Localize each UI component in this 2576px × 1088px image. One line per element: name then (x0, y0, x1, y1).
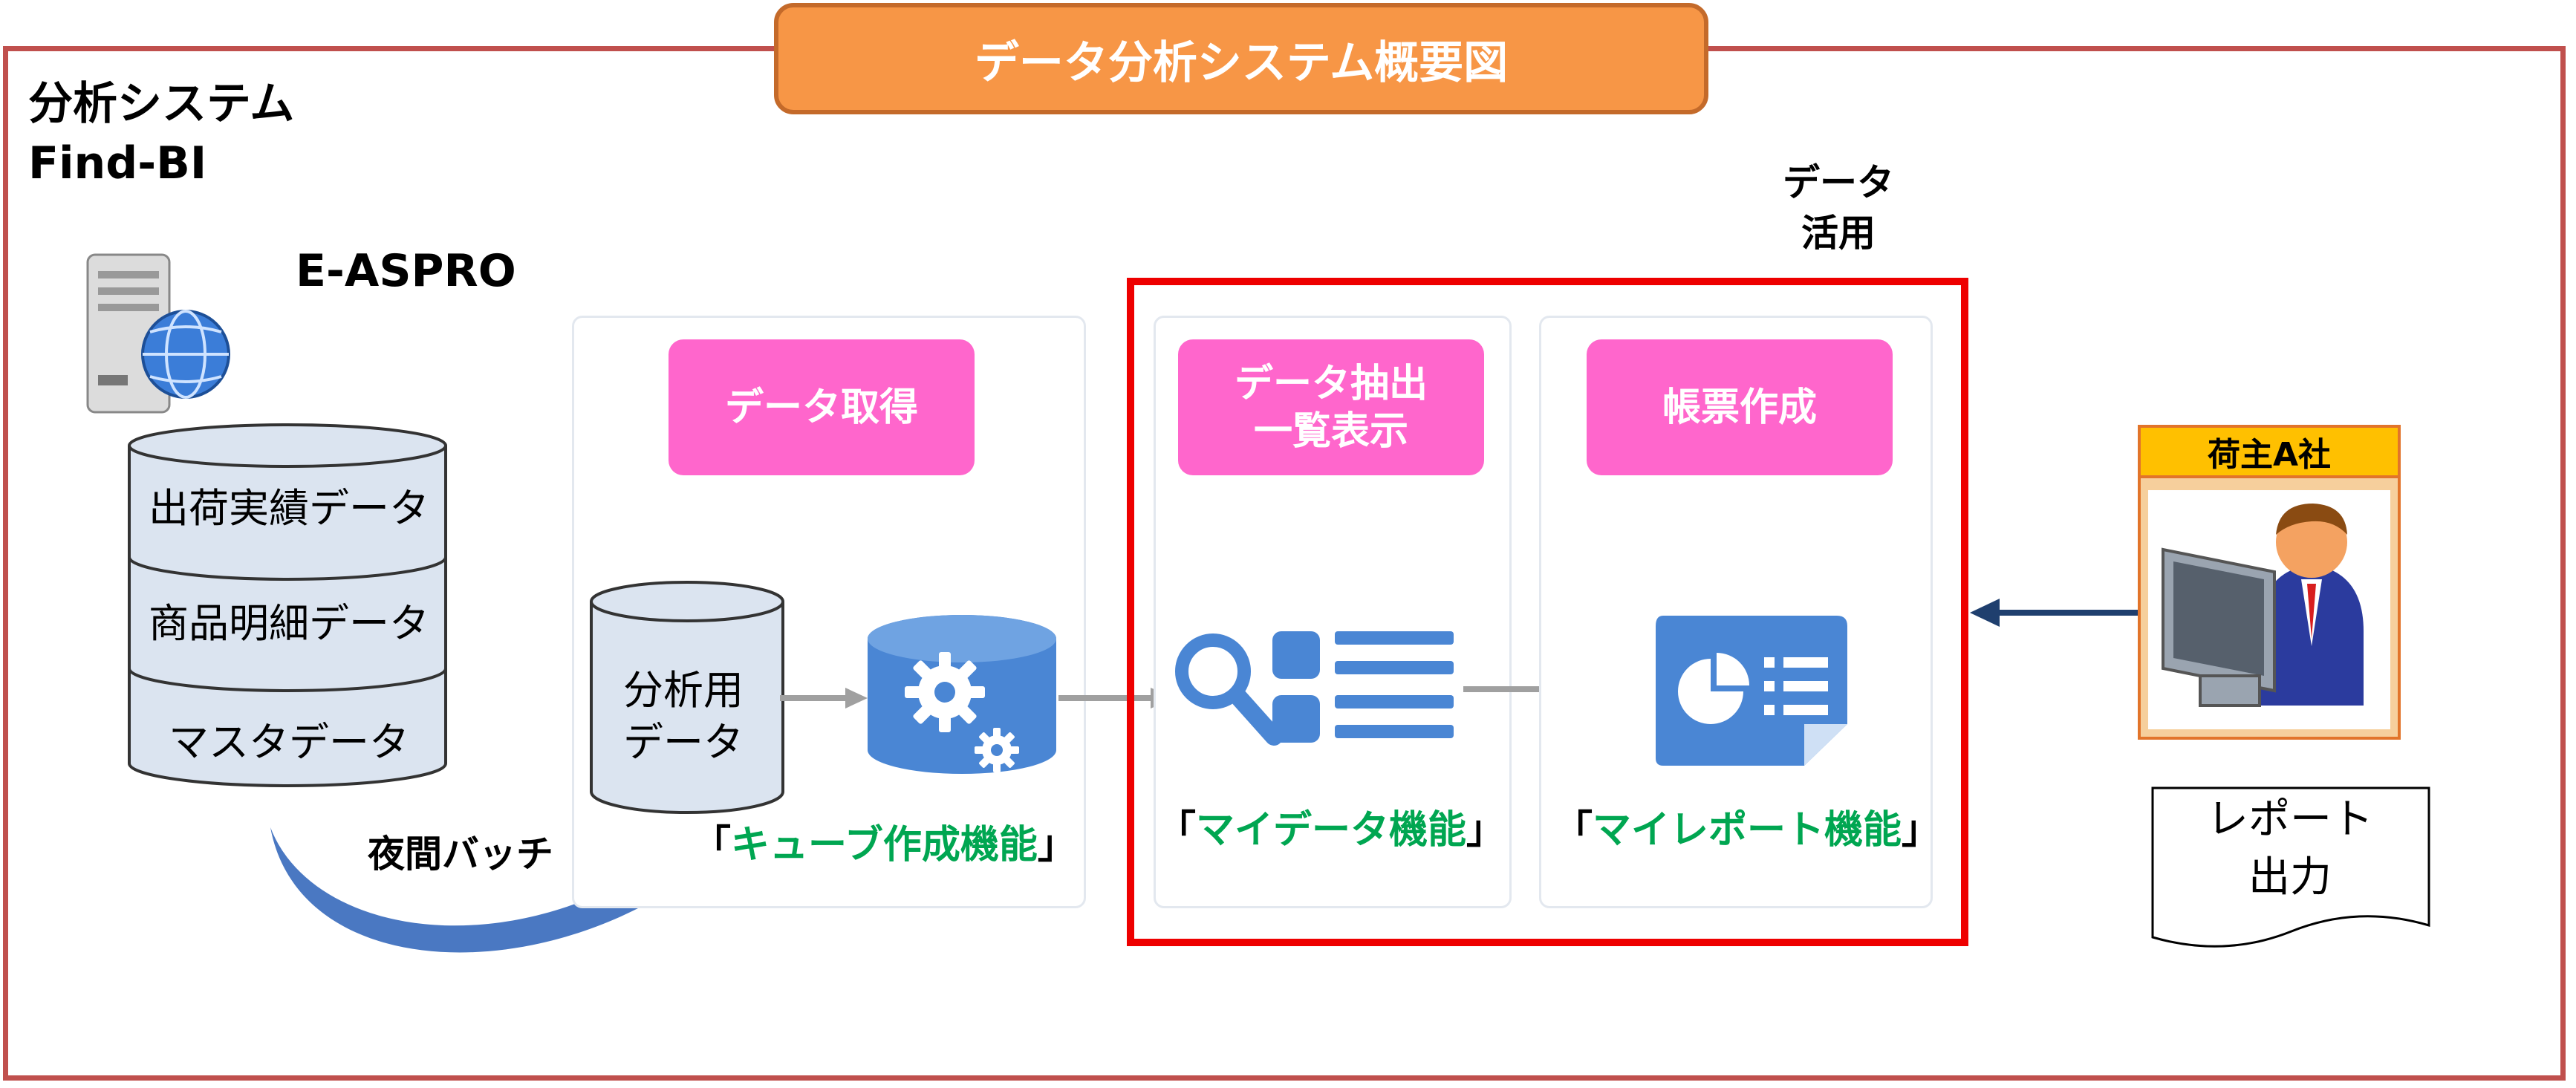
feature-mydata: 「マイデータ機能」 (1157, 798, 1505, 854)
report-output-line1: レポート (2207, 795, 2373, 844)
analysis-db-line1: 分析用 (623, 667, 744, 714)
database-stack-icon (128, 423, 447, 787)
data-usage-line1: データ (1783, 161, 1894, 204)
panel-header-mydata-line1: データ抽出 (1234, 361, 1428, 406)
panel-header-myreport: 帳票作成 (1587, 339, 1893, 475)
server-globe-icon (86, 253, 230, 414)
bracket-close: 」 (1902, 808, 1941, 853)
panel-header-mydata: データ抽出 一覧表示 (1178, 339, 1484, 475)
analysis-db-icon (590, 581, 784, 814)
diagram-title: データ分析システム概要図 (774, 3, 1708, 114)
feature-myreport-name: マイレポート機能 (1593, 808, 1902, 853)
analysis-db-label: 分析用 データ (524, 665, 843, 769)
db-shipment-label: 出荷実績データ (149, 485, 429, 532)
system-name-line2: Find-BI (28, 137, 207, 189)
data-usage-label: データ 活用 (1768, 157, 1909, 258)
feature-cube-name: キューブ作成機能 (731, 823, 1038, 867)
arrow-db-to-cube (780, 688, 868, 708)
search-list-icon (1175, 631, 1454, 746)
server-label: E-ASPRO (296, 245, 516, 297)
system-name: 分析システム Find-BI (28, 74, 294, 193)
report-output-label: レポート 出力 (2153, 791, 2427, 907)
feature-mydata-name: マイデータ機能 (1196, 808, 1467, 853)
user-computer-icon (2148, 490, 2390, 729)
system-name-line1: 分析システム (28, 78, 295, 130)
bracket-close: 」 (1466, 808, 1506, 853)
cube-gear-icon (868, 615, 1056, 774)
bracket-open: 「 (1157, 808, 1197, 853)
db-master-label: マスタデータ (169, 719, 409, 766)
arrow-shipper-to-system (1970, 599, 2145, 627)
batch-label: 夜間バッチ (368, 833, 553, 876)
feature-myreport: 「マイレポート機能」 (1554, 798, 1940, 854)
report-output-line2: 出力 (2248, 853, 2332, 902)
report-chart-icon (1656, 616, 1847, 766)
analysis-db-line2: データ (623, 719, 744, 766)
bracket-open: 「 (1554, 808, 1593, 853)
panel-header-acquisition: データ取得 (669, 339, 975, 475)
db-product-label: 商品明細データ (149, 600, 429, 647)
bracket-close: 」 (1037, 823, 1076, 867)
shipper-label: 荷主A社 (2138, 425, 2401, 478)
panel-header-mydata-line2: 一覧表示 (1253, 408, 1408, 454)
bracket-open: 「 (692, 823, 732, 867)
data-usage-line2: 活用 (1801, 212, 1876, 255)
report-document-icon (2151, 786, 2430, 948)
highlight-box (1127, 278, 1968, 946)
feature-cube: 「キューブ作成機能」 (692, 813, 1076, 869)
